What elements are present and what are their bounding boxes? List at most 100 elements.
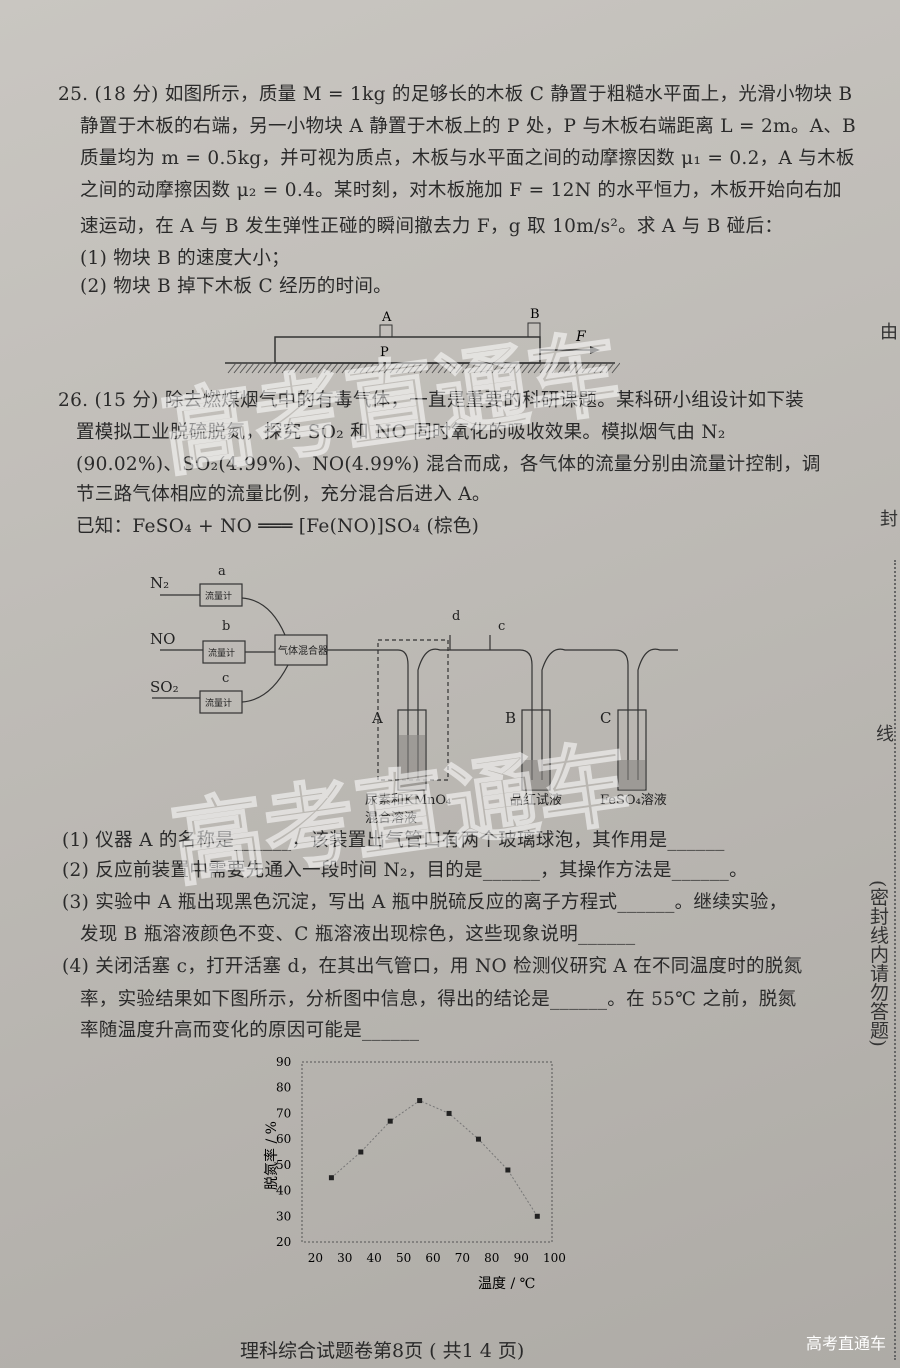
hatch-mark: [563, 362, 573, 374]
valve-a-label: a: [218, 564, 226, 579]
hatch-mark: [449, 362, 459, 374]
hatch-mark: [461, 362, 471, 374]
q26-line: 节三路气体相应的流量比例，充分混合后进入 A。: [76, 484, 491, 505]
y-tick-label: 20: [276, 1235, 291, 1249]
hatch-mark: [443, 362, 453, 374]
hatch-mark: [251, 362, 261, 374]
q25-line: 25. (18 分) 如图所示，质量 M = 1kg 的足够长的木板 C 静置于…: [58, 84, 853, 105]
block-b: [527, 322, 541, 338]
question-line: (4) 关闭活塞 c，打开活塞 d，在其出气管口，用 NO 检测仪研究 A 在不…: [62, 956, 803, 977]
hatch-mark: [437, 362, 447, 374]
solution-a-label: 尿素和KMnO₄: [365, 793, 451, 808]
y-tick-label: 60: [276, 1132, 291, 1146]
hatch-mark: [407, 362, 417, 374]
label-p: P: [380, 345, 389, 360]
hatch-mark: [281, 362, 291, 374]
y-tick-label: 70: [276, 1106, 291, 1120]
y-tick-label: 30: [276, 1209, 291, 1223]
x-tick-label: 20: [308, 1251, 323, 1265]
gas-n2-label: N₂: [150, 574, 169, 592]
series-line: [331, 1100, 538, 1217]
flowmeter-label: 流量计: [205, 590, 232, 602]
data-point: [417, 1098, 423, 1104]
solution-b-label: 品红试液: [510, 792, 562, 808]
hatch-mark: [599, 362, 609, 374]
margin-char: 线: [876, 724, 894, 745]
hatch-mark: [287, 362, 297, 374]
q25-line: 静置于木板的右端，另一小物块 A 静置于木板上的 P 处，P 与木板右端距离 L…: [80, 116, 857, 137]
block-a: [379, 324, 393, 338]
y-tick-label: 80: [276, 1081, 291, 1095]
hatch-mark: [473, 362, 483, 374]
question-line: 发现 B 瓶溶液颜色不变、C 瓶溶液出现棕色，这些现象说明______: [80, 924, 636, 945]
seal-note: (密封线内请勿答题): [867, 880, 889, 1047]
page-footer: 理科综合试题卷第8页 ( 共1 4 页): [240, 1340, 525, 1362]
hatch-mark: [431, 362, 441, 374]
flowmeter-label: 流量计: [205, 697, 232, 709]
hatch-mark: [479, 362, 489, 374]
y-axis-label: 脱氮率 / %: [263, 1121, 280, 1190]
force-arrow-head: [590, 346, 600, 354]
bottle-a-label: A: [371, 709, 383, 727]
hatch-mark: [383, 362, 393, 374]
hatch-mark: [509, 362, 519, 374]
data-point: [328, 1175, 334, 1181]
board-diagram: A B P F: [225, 307, 620, 374]
q25-line: 速运动，在 A 与 B 发生弹性正碰的瞬间撤去力 F，g 取 10m/s²。求 …: [80, 216, 784, 237]
q26-line: 已知：FeSO₄ + NO ═══ [Fe(NO)]SO₄ (棕色): [76, 516, 480, 537]
hatch-mark: [503, 362, 513, 374]
q25-line: (1) 物块 B 的速度大小；: [80, 248, 290, 269]
x-tick-label: 50: [396, 1251, 411, 1265]
hatch-mark: [539, 362, 549, 374]
hatch-mark: [581, 362, 591, 374]
hatch-mark: [485, 362, 495, 374]
hatch-mark: [305, 362, 315, 374]
hatch-mark: [467, 362, 477, 374]
hatch-mark: [311, 362, 321, 374]
hatch-mark: [419, 362, 429, 374]
hatch-mark: [593, 362, 603, 374]
x-tick-label: 90: [514, 1251, 529, 1265]
data-point: [446, 1110, 452, 1116]
x-axis-label: 温度 / ℃: [478, 1276, 535, 1290]
label-b: B: [530, 307, 540, 322]
apparatus-diagram: N₂ NO SO₂ a b c d c 流量计 流量计 流量计 气体混合器 A …: [150, 564, 678, 826]
data-point: [358, 1149, 364, 1155]
hatch-mark: [401, 362, 411, 374]
gas-no-label: NO: [150, 630, 175, 648]
hatch-mark: [413, 362, 423, 374]
flowmeter-label: 流量计: [208, 647, 235, 659]
solution-c-label: FeSO₄溶液: [600, 793, 667, 808]
hatch-mark: [359, 362, 369, 374]
hatch-mark: [347, 362, 357, 374]
plot-frame: [301, 1061, 553, 1243]
question-line: (3) 实验中 A 瓶出现黑色沉淀，写出 A 瓶中脱硫反应的离子方程式_____…: [62, 892, 788, 913]
hatch-mark: [353, 362, 363, 374]
bottle-c-label: C: [600, 709, 611, 727]
hatch-mark: [575, 362, 585, 374]
hatch-mark: [389, 362, 399, 374]
solution-b-liquid: [523, 760, 549, 790]
hatch-mark: [233, 362, 243, 374]
data-point: [475, 1136, 481, 1142]
x-tick-label: 80: [484, 1251, 499, 1265]
q25-line: (2) 物块 B 掉下木板 C 经历的时间。: [80, 276, 392, 297]
hatch-mark: [239, 362, 249, 374]
hatch-mark: [329, 362, 339, 374]
hatch-mark: [455, 362, 465, 374]
hatch-mark: [533, 362, 543, 374]
hatch-mark: [293, 362, 303, 374]
valve-e-label: c: [498, 619, 505, 634]
data-point: [505, 1167, 511, 1173]
valve-b-label: b: [222, 619, 230, 634]
hatch-mark: [341, 362, 351, 374]
hatch-mark: [317, 362, 327, 374]
hatch-mark: [269, 362, 279, 374]
q25-line: 质量均为 m = 0.5kg，并可视为质点，木板与水平面之间的动摩擦因数 μ₁ …: [80, 148, 855, 169]
hatch-mark: [323, 362, 333, 374]
hatch-mark: [257, 362, 267, 374]
margin-char: 由: [880, 322, 898, 343]
hatch-mark: [371, 362, 381, 374]
hatch-mark: [263, 362, 273, 374]
